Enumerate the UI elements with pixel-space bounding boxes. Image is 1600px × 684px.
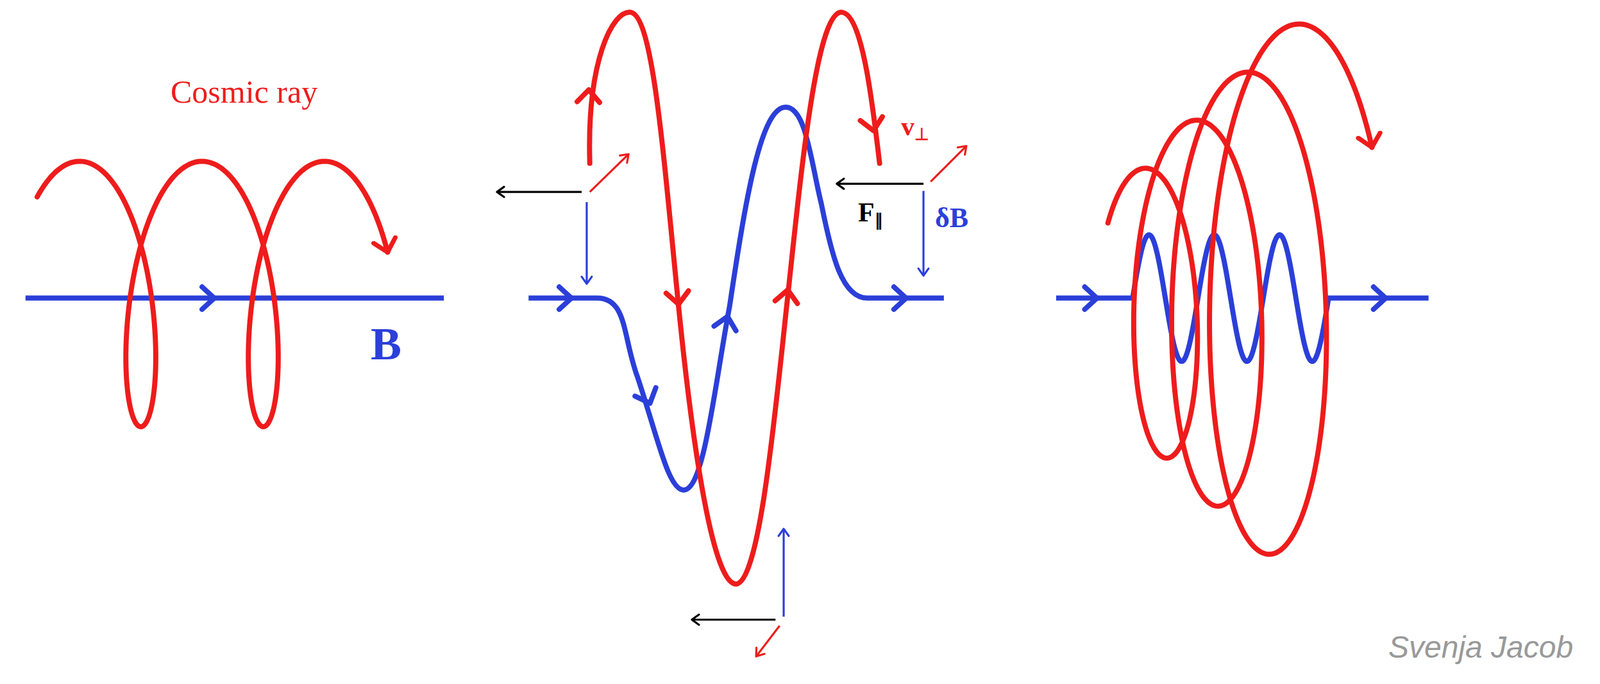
particle-orbit	[589, 12, 880, 584]
particle-label: Cosmic ray	[170, 75, 318, 108]
field-perturbation-vector	[782, 528, 785, 617]
force-vector	[496, 191, 582, 194]
symbol-subscript: ∥	[874, 210, 884, 230]
field-arrow	[893, 286, 907, 310]
orbit-arrow	[775, 288, 800, 304]
force-vector	[691, 618, 776, 621]
field-arrow	[713, 314, 739, 331]
orbit-arrow	[577, 89, 601, 102]
symbol-main: v	[901, 111, 915, 142]
perturbation-symbol: δB	[934, 203, 969, 233]
symbol-subscript: ⊥	[914, 125, 930, 144]
force-vector	[836, 182, 924, 185]
field-arrow	[1084, 286, 1097, 310]
velocity-vector	[930, 146, 967, 183]
velocity-vector	[589, 153, 629, 192]
particle-helix	[37, 160, 388, 427]
wave-field-line	[1056, 234, 1429, 362]
field-arrow	[202, 286, 215, 310]
field-line	[25, 295, 444, 301]
field-perturbation-vector	[922, 191, 925, 276]
field-symbol: B	[370, 320, 402, 367]
orbit-arrow	[666, 290, 691, 306]
velocity-vector	[756, 625, 780, 657]
field-arrow	[559, 286, 572, 310]
field-arrow	[634, 387, 661, 408]
velocity-symbol: v⊥	[901, 112, 930, 144]
symbol-main: F	[858, 197, 875, 228]
field-arrow	[1373, 286, 1386, 310]
force-symbol: F∥	[858, 198, 884, 229]
author-credit: Svenja Jacob	[1388, 631, 1574, 663]
scattered-particle-helix	[1108, 23, 1373, 554]
orbit-arrow	[860, 116, 885, 133]
field-perturbation-vector	[585, 202, 588, 284]
